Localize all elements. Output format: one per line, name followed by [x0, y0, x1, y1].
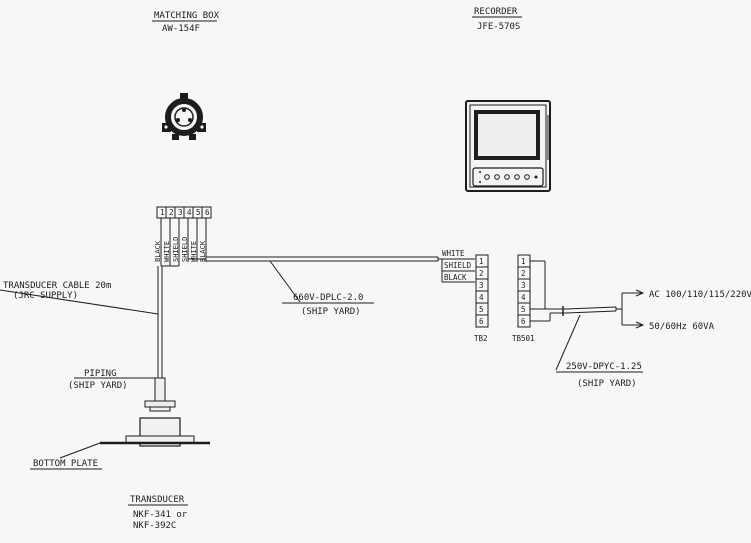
transducer-cable-leader [0, 289, 159, 315]
matching-terminal-4: 4 [187, 208, 192, 217]
main-cable-spec: 660V-DPLC-2.0 [293, 293, 363, 303]
tb501-wiring [530, 260, 566, 322]
tb2-terminal-5: 5 [479, 305, 484, 314]
matching-box-title: MATCHING BOX [154, 11, 220, 21]
tb501-terminal-block [517, 254, 531, 328]
transducer-model-1: NKF-341 or [133, 510, 188, 520]
recorder-model: JFE-570S [477, 22, 520, 32]
tb2-terminal-2: 2 [479, 269, 484, 278]
recorder-icon [465, 100, 551, 192]
tb501-terminal-1: 1 [521, 257, 526, 266]
piping-label: PIPING [84, 369, 117, 379]
matching-box-icon [162, 93, 206, 140]
wire-label-5: WHITE [190, 241, 198, 262]
tb501-terminal-3: 3 [521, 281, 526, 290]
power-cable-spec: 250V-DPYC-1.25 [566, 362, 642, 372]
power-cable-supply: (SHIP YARD) [577, 379, 637, 389]
wire-label-4: SHIELD [181, 237, 189, 262]
transducer-title: TRANSDUCER [130, 495, 185, 505]
power-cable [562, 289, 645, 329]
tb2-wire-white: WHITE [442, 249, 465, 258]
main-cable-supply: (SHIP YARD) [301, 307, 361, 317]
matching-terminal-leads [160, 218, 207, 262]
main-cable-leader [269, 260, 301, 303]
power-voltage: AC 100/110/115/220V [649, 290, 751, 300]
recorder-title: RECORDER [474, 7, 518, 17]
matching-terminal-strip [156, 206, 212, 219]
bottom-plate-leader [59, 442, 101, 459]
tb2-wire-black: BLACK [444, 273, 467, 282]
main-cable [206, 256, 475, 283]
piping-supply: (SHIP YARD) [68, 381, 128, 391]
wire-label-6: BLACK [199, 240, 207, 262]
transducer-cable [157, 266, 163, 380]
transducer-cable-length: TRANSDUCER CABLE 20m [3, 281, 111, 291]
tb2-terminal-6: 6 [479, 317, 484, 326]
transducer-model-2: NKF-392C [133, 521, 176, 531]
tb2-terminal-1: 1 [479, 257, 484, 266]
wire-label-3: SHIELD [172, 237, 180, 262]
tb501-label: TB501 [512, 334, 535, 343]
tb501-terminal-5: 5 [521, 305, 526, 314]
wire-label-1: BLACK [154, 240, 162, 262]
power-frequency: 50/60Hz 60VA [649, 322, 715, 332]
bottom-plate-label: BOTTOM PLATE [33, 459, 98, 469]
tb2-label: TB2 [474, 334, 488, 343]
tb2-wire-shield: SHIELD [444, 261, 472, 270]
power-cable-leader [555, 314, 581, 371]
matching-box-model: AW-154F [162, 24, 200, 34]
matching-terminal-2: 2 [169, 208, 174, 217]
matching-terminal-5: 5 [196, 208, 201, 217]
matching-terminal-1: 1 [160, 208, 165, 217]
matching-terminal-3: 3 [178, 208, 183, 217]
matching-terminal-6: 6 [205, 208, 210, 217]
tb501-terminal-6: 6 [521, 317, 526, 326]
transducer-cable-supply: (JRC SUPPLY) [13, 291, 78, 301]
tb2-terminal-3: 3 [479, 281, 484, 290]
tb501-terminal-2: 2 [521, 269, 526, 278]
transducer-assembly [100, 377, 210, 447]
tb2-terminal-4: 4 [479, 293, 484, 302]
wire-label-2: WHITE [163, 241, 171, 262]
tb501-terminal-4: 4 [521, 293, 526, 302]
tb2-terminal-block [475, 254, 489, 328]
